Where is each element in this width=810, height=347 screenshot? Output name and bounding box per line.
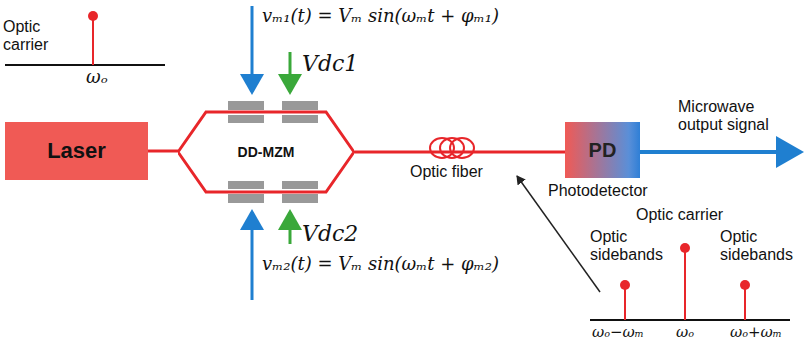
photodetector-box: PD [565,122,640,178]
fiber-label: Optic fiber [410,163,483,181]
frequency-label: ωₒ+ωₘ [730,324,782,341]
output-label: Microwave output signal [678,98,798,133]
modulator: DD-MZM [178,98,354,206]
frequency-label: ωₒ [676,324,694,341]
node-label: PD [589,139,617,162]
carrier-label: Optic carrier [3,18,65,53]
node-label: Laser [47,138,106,164]
drive-signal-formula: vₘ₁(t) = Vₘ sin(ωₘt + φₘ₁) [262,6,499,26]
sideband-label: Optic sidebands [720,228,790,263]
fiber-coil [430,138,474,158]
laser-box: Laser [5,122,148,180]
frequency-label: ωₒ [86,67,108,87]
frequency-label: ωₒ−ωₘ [592,324,644,341]
sideband-label: Optic sidebands [590,228,660,263]
optical-link [148,150,178,153]
optical-link [354,151,565,154]
bias-voltage: Vdc2 [302,222,358,246]
node-label: DD-MZM [238,144,295,160]
component-label: Photodetector [548,182,648,200]
drive-signal-formula: vₘ₂(t) = Vₘ sin(ωₘt + φₘ₂) [262,254,499,274]
carrier-label: Optic carrier [636,206,723,224]
output-arrow [640,150,800,154]
bias-voltage: Vdc1 [302,52,358,76]
